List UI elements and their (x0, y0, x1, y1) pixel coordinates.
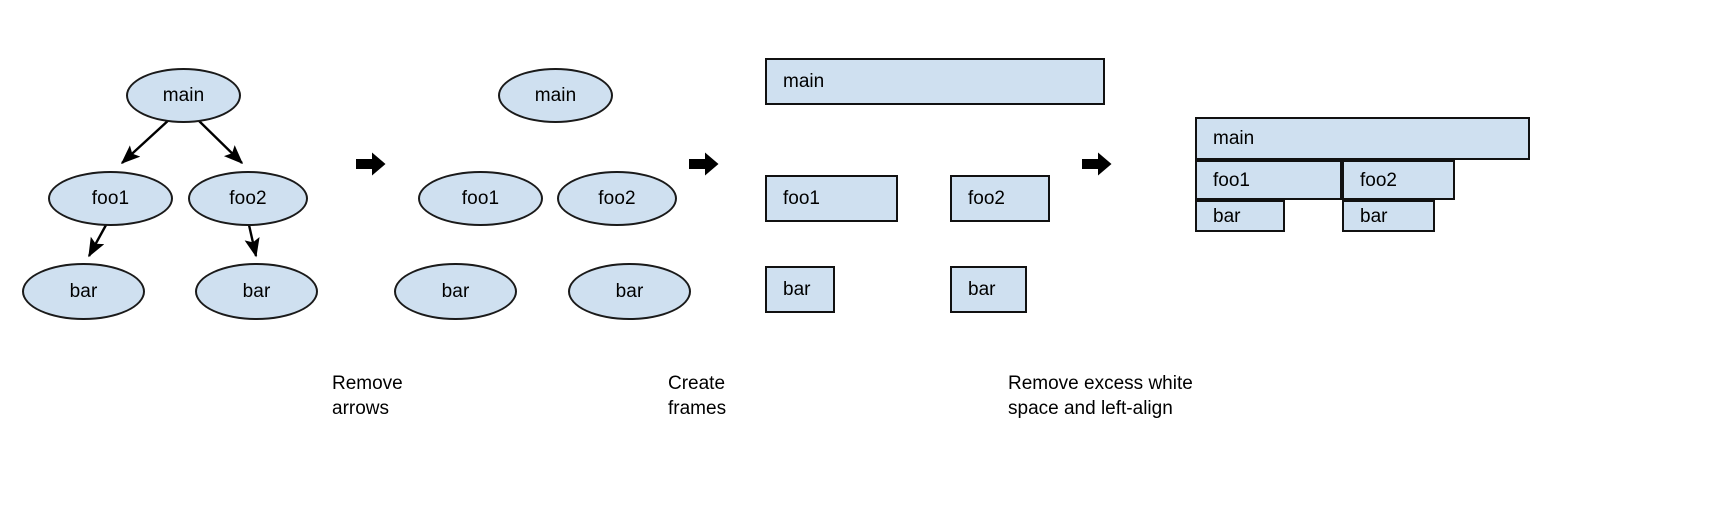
node-main[interactable]: main (126, 68, 241, 123)
frame-label: bar (968, 279, 996, 300)
node-label: foo1 (461, 188, 500, 209)
caption-create-frames: Create frames (668, 373, 727, 420)
node-bar-right[interactable]: bar (568, 263, 691, 320)
frame-bar-left[interactable]: bar (765, 266, 835, 313)
node-bar-left[interactable]: bar (394, 263, 517, 320)
frame-bar-right[interactable]: bar (950, 266, 1027, 313)
node-label: foo2 (229, 188, 267, 209)
node-label: bar (441, 281, 470, 302)
frame-foo1[interactable]: foo1 (765, 175, 898, 222)
node-label: foo2 (598, 188, 636, 209)
nested-frame-label: foo2 (1360, 169, 1397, 191)
frame-label: main (783, 71, 825, 92)
right-arrow-icon (356, 152, 386, 176)
node-foo1[interactable]: foo1 (418, 171, 543, 226)
node-label: bar (69, 281, 98, 302)
node-label: bar (242, 281, 271, 302)
nested-frame-label: foo1 (1213, 169, 1250, 191)
caption-remove-arrows: Remove arrows (332, 373, 403, 420)
right-arrow-icon (1082, 152, 1112, 176)
node-bar-left[interactable]: bar (22, 263, 145, 320)
nested-frame-bar-right[interactable]: bar (1342, 200, 1435, 232)
nested-frame-label: bar (1360, 205, 1388, 227)
node-foo1[interactable]: foo1 (48, 171, 173, 226)
right-arrow-icon (689, 152, 719, 176)
frame-main[interactable]: main (765, 58, 1105, 105)
nested-frame-foo1[interactable]: foo1 (1195, 160, 1342, 200)
node-foo2[interactable]: foo2 (557, 171, 677, 226)
nested-frame-main[interactable]: main (1195, 117, 1530, 160)
node-label: main (534, 85, 577, 106)
frame-foo2[interactable]: foo2 (950, 175, 1050, 222)
node-label: foo1 (91, 188, 130, 209)
nested-frame-label: main (1213, 128, 1255, 149)
frame-label: foo2 (968, 188, 1005, 209)
node-bar-right[interactable]: bar (195, 263, 318, 320)
frame-label: bar (783, 279, 811, 300)
nested-frame-foo2[interactable]: foo2 (1342, 160, 1455, 200)
node-label: bar (615, 281, 644, 302)
node-label: main (162, 85, 205, 106)
caption-remove-whitespace: Remove excess white space and left-align (1008, 373, 1193, 420)
nested-frame-label: bar (1213, 205, 1241, 227)
node-foo2[interactable]: foo2 (188, 171, 308, 226)
frame-label: foo1 (783, 188, 820, 209)
nested-frame-bar-left[interactable]: bar (1195, 200, 1285, 232)
node-main[interactable]: main (498, 68, 613, 123)
